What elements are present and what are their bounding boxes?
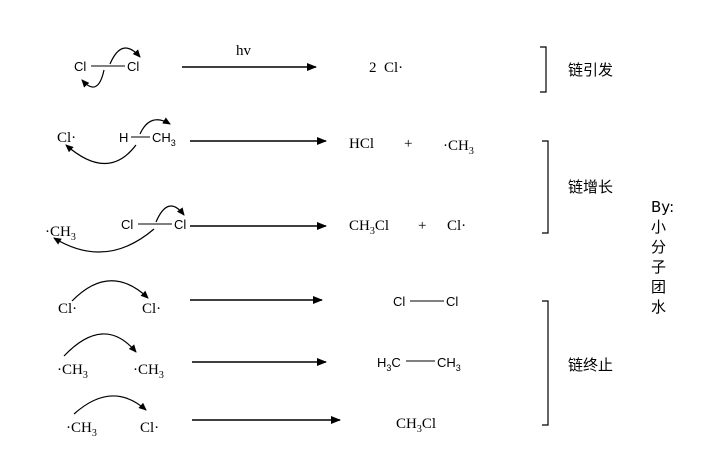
credit-char-2: 分: [651, 238, 666, 256]
termination-step-3: ·CH3 Cl· CH3Cl: [66, 395, 436, 439]
termination-step-2: ·CH3 ·CH3 H3C CH3: [57, 333, 461, 381]
initiation-cl-atom-2: Cl: [127, 59, 139, 74]
credit-by: By:: [651, 198, 674, 216]
methyl-group: CH3: [152, 130, 176, 148]
methyl-radical-right: ·CH3: [133, 362, 164, 381]
cl2-atom-1: Cl: [393, 294, 405, 309]
methyl-radical-left: ·CH3: [66, 420, 97, 439]
cl2-atom-2: Cl: [446, 294, 458, 309]
hv-condition-label: hv: [236, 43, 252, 59]
chloromethane-product: CH3Cl: [349, 218, 389, 237]
methyl-radical-product: ·CH3: [443, 138, 474, 157]
cl-atom-1: Cl: [121, 217, 133, 232]
cl-radical-right: Cl·: [140, 420, 159, 436]
author-credit: By: 小 分 子 团 水: [651, 198, 674, 316]
electron-arrow-to-ch3: [53, 228, 155, 253]
electron-arrow-cl-cl: [155, 205, 185, 223]
propagation-step-1: Cl· H CH3 HCl + ·CH3: [57, 117, 474, 165]
stage-label-initiation: 链引发: [568, 61, 613, 79]
cl-radical-right: Cl·: [142, 301, 161, 317]
electron-arrow-combine: [63, 333, 137, 357]
propagation-step-2: ·CH3 Cl Cl CH3Cl + Cl·: [45, 205, 466, 253]
h-atom: H: [119, 130, 128, 145]
methyl-radical: ·CH3: [45, 224, 76, 243]
electron-arrow-combine: [73, 395, 147, 415]
ethane-right-group: CH3: [437, 355, 461, 373]
cl-atom-2: Cl: [174, 217, 186, 232]
cl-radical: Cl·: [57, 130, 76, 146]
electron-arrow-combine: [71, 280, 149, 302]
credit-char-1: 小: [651, 218, 666, 236]
cl-radical-product: Cl·: [447, 218, 466, 234]
electron-arrow-down: [81, 69, 105, 88]
stage-label-propagation: 链增长: [568, 178, 613, 196]
initiation-step: Cl Cl hv 2 Cl· 链引发: [74, 43, 613, 93]
initiation-cl-atom-1: Cl: [74, 59, 86, 74]
plus-sign: +: [418, 218, 426, 234]
termination-bracket: [542, 300, 549, 426]
cl-radical-left: Cl·: [58, 301, 77, 317]
credit-char-3: 子: [651, 258, 666, 276]
initiation-bracket: [540, 46, 547, 93]
hcl-product: HCl: [349, 136, 374, 152]
plus-sign: +: [404, 136, 412, 152]
termination-step-1: Cl· Cl· Cl Cl: [58, 280, 458, 317]
electron-arrow-to-cl: [65, 144, 137, 165]
initiation-product: 2 Cl·: [369, 60, 403, 76]
credit-char-5: 水: [651, 298, 666, 316]
electron-arrow-h-c: [139, 117, 171, 135]
ethane-left-group: H3C: [377, 355, 401, 373]
methyl-radical-left: ·CH3: [57, 362, 88, 381]
credit-char-4: 团: [651, 278, 666, 296]
stage-label-termination: 链终止: [568, 356, 613, 374]
chloromethane-product: CH3Cl: [396, 416, 436, 435]
propagation-bracket: [542, 140, 549, 234]
electron-arrow-up: [109, 47, 141, 65]
